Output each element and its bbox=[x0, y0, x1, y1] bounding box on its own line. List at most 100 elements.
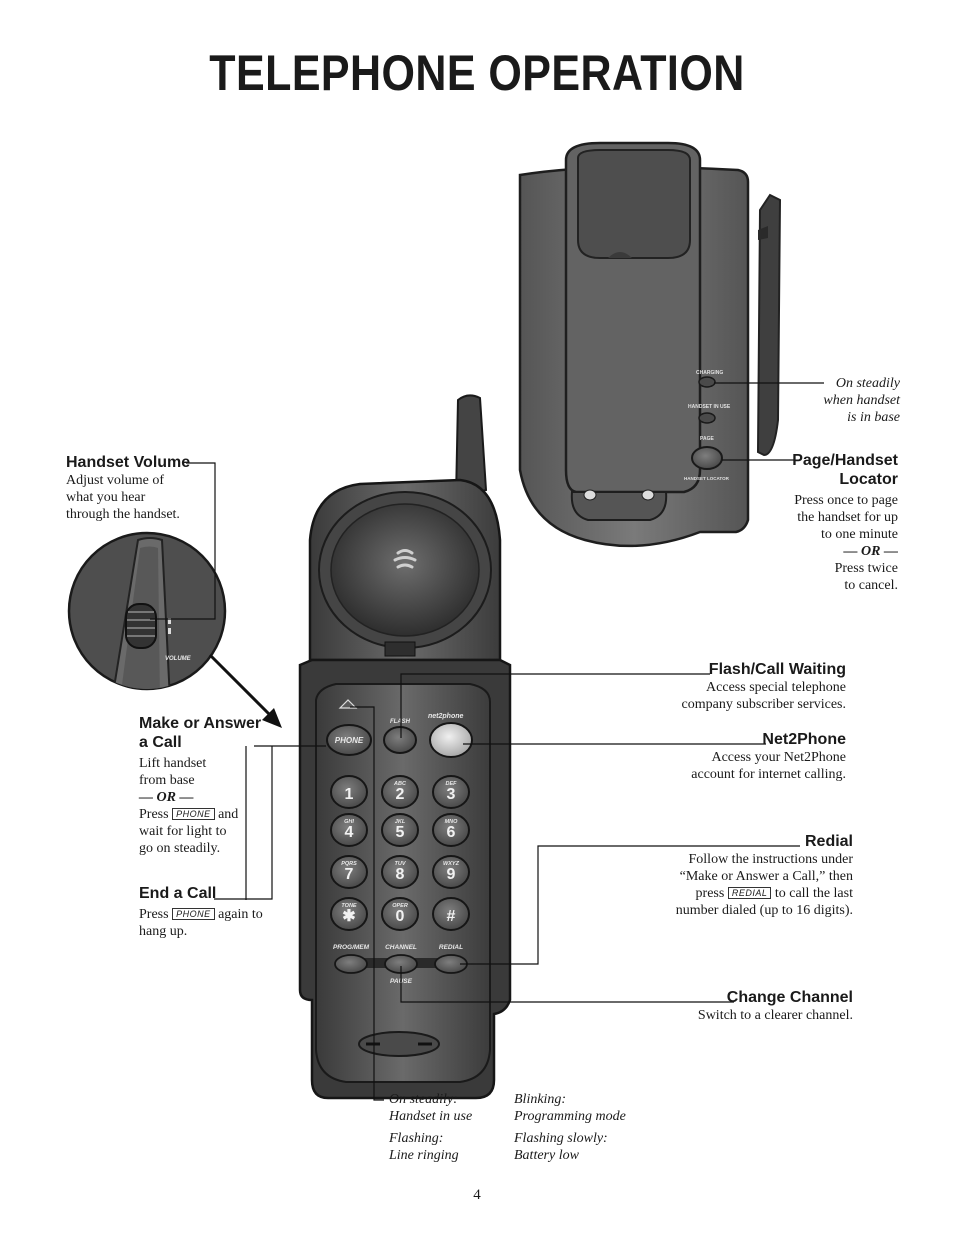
redial-desc: Follow the instructions under bbox=[688, 852, 854, 867]
key-letters-label: JKL bbox=[395, 819, 406, 825]
end-call-heading: End a Call bbox=[139, 885, 217, 902]
redial-label: REDIAL bbox=[439, 944, 463, 951]
microphone-icon bbox=[358, 1031, 440, 1057]
redial-to-call: to call the last bbox=[774, 886, 853, 901]
prog-mem-button[interactable] bbox=[334, 954, 368, 974]
net2phone-callout: Net2Phone Access your Net2Phone account … bbox=[620, 730, 846, 783]
key-pound-button[interactable] bbox=[432, 897, 470, 931]
indicator-line: Flashing: bbox=[389, 1131, 444, 1146]
key-2-button[interactable] bbox=[381, 775, 419, 809]
handset-locator-label: HANDSET LOCATOR bbox=[684, 476, 730, 481]
key-5-button[interactable] bbox=[381, 813, 419, 847]
key-8-button[interactable] bbox=[381, 855, 419, 889]
handset-volume-callout: Handset Volume Adjust volume of what you… bbox=[66, 453, 246, 523]
key-0-button[interactable] bbox=[381, 897, 419, 931]
key-digit-label: 6 bbox=[447, 824, 456, 841]
key-letters-label: MNO bbox=[445, 819, 459, 825]
key-letters-label: TONE bbox=[341, 903, 357, 909]
key-digit-label: 3 bbox=[447, 786, 456, 803]
end-call-desc: hang up. bbox=[139, 924, 188, 939]
change-channel-heading: Change Channel bbox=[726, 989, 853, 1006]
key-3-button[interactable] bbox=[432, 775, 470, 809]
keypad: 1ABC2DEF3GHI4JKL5MNO6PQRS7TUV8WXYZ9TONE✱… bbox=[330, 775, 470, 931]
in-use-indicator-icon bbox=[338, 699, 358, 709]
make-answer-press: Press bbox=[139, 807, 169, 822]
key-letters-label: WXYZ bbox=[443, 861, 460, 867]
charging-note-line: On steadily bbox=[835, 376, 900, 391]
page-locator-desc: to cancel. bbox=[844, 578, 898, 593]
page-locator-desc: Press once to page bbox=[794, 493, 898, 508]
phone-key-icon: PHONE bbox=[172, 908, 215, 920]
make-answer-desc: wait for light to bbox=[139, 824, 227, 839]
make-answer-callout: Make or Answer a Call Lift handset from … bbox=[139, 714, 289, 857]
key-9-button[interactable] bbox=[432, 855, 470, 889]
handset-in-use-label: HANDSET IN USE bbox=[688, 404, 731, 410]
flash-button[interactable] bbox=[383, 726, 417, 754]
indicator-flashing: Flashing: Line ringing bbox=[389, 1130, 514, 1164]
change-channel-callout: Change Channel Switch to a clearer chann… bbox=[620, 988, 853, 1024]
key-digit-label: 1 bbox=[345, 786, 354, 803]
indicator-line: Blinking: bbox=[514, 1092, 567, 1107]
page-locator-desc: Press twice bbox=[834, 561, 898, 576]
volume-label: VOLUME bbox=[165, 656, 192, 662]
key-7-button[interactable] bbox=[330, 855, 368, 889]
key-digit-label: 8 bbox=[396, 866, 405, 883]
key-digit-label: 2 bbox=[396, 786, 405, 803]
indicator-slow: Flashing slowly: Battery low bbox=[514, 1130, 664, 1164]
page-number: 4 bbox=[473, 1187, 481, 1203]
indicator-line: Line ringing bbox=[389, 1148, 459, 1163]
indicator-steady: On steadily: Handset in use bbox=[389, 1091, 514, 1125]
indicator-line: On steadily: bbox=[389, 1092, 458, 1107]
make-answer-desc: from base bbox=[139, 773, 195, 788]
page-locator-callout: Page/Handset Locator Press once to page … bbox=[720, 451, 898, 594]
page-locator-or: — OR — bbox=[843, 544, 898, 559]
page-locator-heading: Page/Handset bbox=[792, 452, 898, 469]
make-answer-or: — OR — bbox=[139, 790, 194, 805]
in-use-led-icon bbox=[698, 412, 716, 424]
net2phone-button[interactable] bbox=[429, 722, 473, 758]
key-letters-label: ABC bbox=[393, 781, 407, 787]
key-star-button[interactable] bbox=[330, 897, 368, 931]
key-4-button[interactable] bbox=[330, 813, 368, 847]
key-1-button[interactable] bbox=[330, 775, 368, 809]
flash-desc: company subscriber services. bbox=[681, 697, 846, 712]
indicator-line: Flashing slowly: bbox=[514, 1131, 608, 1146]
change-channel-desc: Switch to a clearer channel. bbox=[697, 1008, 853, 1023]
redial-desc: “Make or Answer a Call,” then bbox=[679, 869, 853, 884]
key-letters-label: DEF bbox=[446, 781, 458, 787]
volume-inset: VOLUME bbox=[67, 531, 282, 728]
key-letters-label: TUV bbox=[395, 861, 407, 867]
phone-button[interactable] bbox=[326, 724, 372, 756]
charging-note-line: is in base bbox=[847, 410, 900, 425]
page-locator-heading: Locator bbox=[839, 471, 898, 488]
key-digit-label: 4 bbox=[345, 824, 354, 841]
key-digit-label: 0 bbox=[396, 908, 405, 925]
charging-note-line: when handset bbox=[823, 393, 900, 408]
indicator-line: Handset in use bbox=[389, 1109, 473, 1124]
redial-key-icon: REDIAL bbox=[727, 887, 772, 899]
make-answer-desc: Lift handset bbox=[139, 756, 207, 771]
redial-desc: number dialed (up to 16 digits). bbox=[675, 903, 853, 918]
handset: net2phone PHONE FLASH 1ABC2DEF3GHI4JKL5M… bbox=[298, 394, 512, 1100]
volume-slider[interactable] bbox=[125, 603, 157, 649]
page-locator-desc: the handset for up bbox=[797, 510, 898, 525]
prog-mem-label: PROG/MEM bbox=[333, 944, 370, 951]
phone-key-icon: PHONE bbox=[172, 808, 215, 820]
flash-callout: Flash/Call Waiting Access special teleph… bbox=[620, 660, 846, 713]
handset-volume-desc: what you hear bbox=[66, 490, 146, 505]
handset-volume-heading: Handset Volume bbox=[66, 454, 191, 471]
page-title: TELEPHONE OPERATION bbox=[209, 45, 745, 101]
end-call-callout: End a Call Press PHONE again to hang up. bbox=[139, 884, 289, 940]
key-letters-label: OPER bbox=[392, 903, 408, 909]
page-button[interactable] bbox=[691, 446, 723, 470]
page-locator-desc: to one minute bbox=[821, 527, 898, 542]
key-letters-label: PQRS bbox=[341, 861, 357, 867]
net2phone-logo: net2phone bbox=[428, 713, 463, 720]
handset-volume-desc: through the handset. bbox=[66, 507, 180, 522]
make-answer-heading: Make or Answer bbox=[139, 715, 262, 732]
make-answer-heading: a Call bbox=[139, 734, 182, 751]
redial-press: press bbox=[695, 886, 725, 901]
key-6-button[interactable] bbox=[432, 813, 470, 847]
page-label: PAGE bbox=[700, 436, 714, 442]
